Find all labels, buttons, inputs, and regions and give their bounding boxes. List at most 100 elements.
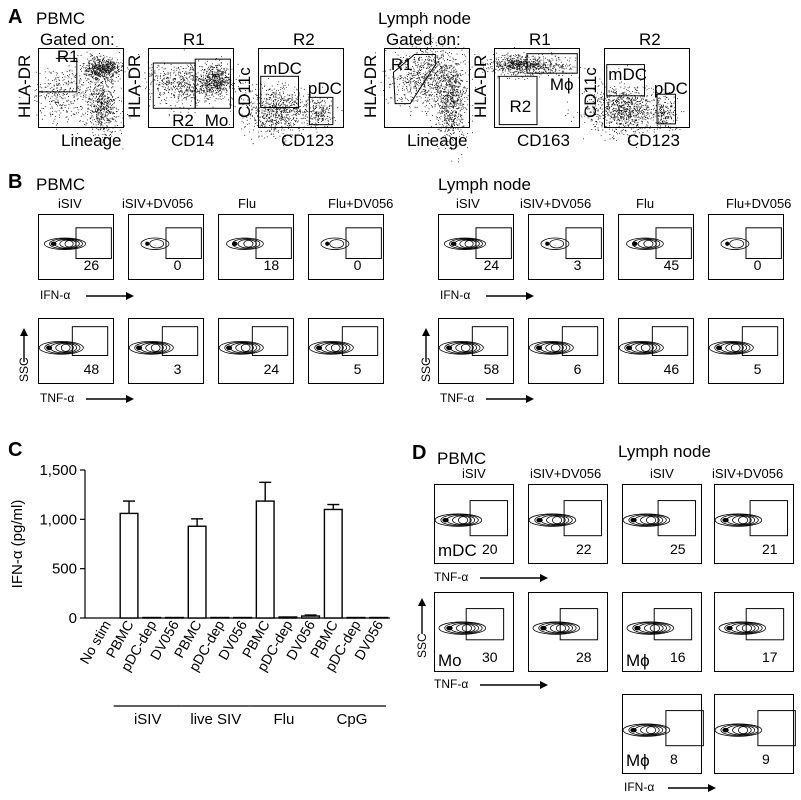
panel-b-pbmc-condition: iSIV [58,196,82,211]
panel-letter-c: C [8,439,23,461]
panel-b-pbmc-tnf-0 [38,318,114,384]
panel-b-ln-ifn-1-value: 3 [573,257,582,273]
gate-label: mDC [608,65,648,85]
contour-cluster [128,341,174,355]
gate-box [563,500,603,537]
density-cloud [499,52,597,79]
arrow-right-icon [480,681,548,689]
contour-cluster [622,513,671,527]
arrow-right-icon [486,292,534,300]
panel-d-row3-1 [714,694,796,774]
gate-mdc [606,64,645,97]
gate-box [749,500,789,537]
panel-b-ln-tnf-1-value: 6 [573,361,582,377]
panel-letter-d: D [412,442,427,464]
panel-d-column-header: iSIV+DV056 [530,466,602,481]
gate-pdc [656,93,676,125]
arrow-right-icon [668,784,716,792]
panel-a-pbmc-title: PBMC [36,9,86,28]
panel-a-pbmc-plot-0-header: Gated on: [40,30,115,49]
panel-b-ln-tnf-0 [438,318,514,384]
gate-box [559,608,599,641]
y-tick-label: 0 [69,610,77,627]
panel-a-pbmc-plot-2-xlabel: CD123 [281,131,334,150]
bar [323,508,343,619]
contour-cluster [626,621,675,635]
density-cloud [299,97,343,133]
panel-d-tnf-axis-2: TNF-α [434,677,469,691]
gate-box [465,608,505,641]
panel-b-pbmc-tnf-1-value: 3 [173,361,182,377]
gate-mphi [526,53,578,74]
gate-box [471,326,509,356]
density-cloud [120,49,244,117]
gate-box [345,227,382,260]
gate-box [71,326,109,356]
contour-cluster [622,723,671,737]
panel-b-ln-condition: Flu+DV056 [726,196,792,211]
panel-b-pbmc-tnf-2 [218,318,294,384]
panel-b-ln-condition: Flu [636,196,655,211]
y-axis-label: IFN-α (pg/ml) [9,500,26,589]
panel-d-row1-1-value: 22 [576,541,592,557]
arrow-right-icon [486,395,534,403]
panel-a-ln-plot-2-header: R2 [639,30,661,49]
group-label: iSIV [134,711,162,728]
panel-a-pbmc-plot-0-ylabel: HLA-DR [15,54,34,118]
panel-d-row1-1 [528,484,608,564]
density-cloud [228,78,333,146]
gate-label: Mϕ [549,75,574,94]
panel-a-ln-plot-0-xlabel: Lineage [407,131,468,150]
panel-letter-b: B [8,171,23,193]
panel-b-ln-ifn-3 [708,214,784,280]
panel-b-pbmc-ifn-3-value: 0 [353,257,362,273]
panel-a-pbmc-plot-2-header: R2 [293,30,315,49]
bar [278,616,298,619]
panel-a-ln-plot-2 [565,48,690,148]
panel-b-ln-tnf-3-value: 5 [753,361,762,377]
panel-b-pbmc-ifn-axis: IFN-α [40,288,71,302]
contour-cluster [618,341,664,355]
contour-cluster [218,341,264,355]
bar [255,500,275,619]
contour-cluster [720,237,750,250]
panel-a-pbmc-plot-0 [19,46,140,150]
panel-b-pbmc-ifn-2 [218,214,294,280]
arrow-up-icon [422,328,430,362]
panel-d-row1-0-value: 20 [482,541,498,557]
panel-d-row2-1-value: 28 [576,649,592,665]
panel-b-ln-tnf-1 [528,318,604,384]
gate-box [757,710,796,747]
gate-box [565,227,602,260]
panel-d-row2-0 [434,592,514,672]
panel-a-ln-plot-1-ylabel: HLA-DR [471,54,490,118]
panel-b-ln-ifn-axis: IFN-α [440,288,471,302]
contour-cluster [434,513,483,527]
contour-cluster [226,237,264,250]
group-label: live SIV [190,711,241,728]
contour-cluster [438,621,487,635]
group-label: Flu [273,711,294,728]
panel-d-row1-2 [622,484,702,564]
contour-cluster [540,237,570,250]
gate-label: R1 [56,47,79,66]
gate-box [745,608,785,641]
contour-cluster [718,621,767,635]
panel-a-ln-plot-0-ylabel: HLA-DR [361,54,380,118]
arrow-up-icon [20,328,28,362]
panel-a-ln-plot-0 [373,13,477,163]
panel-b-ln-tnf-0-value: 58 [483,361,500,377]
gate-box [745,227,782,260]
panel-b-ln-tnf-2 [618,318,694,384]
arrow-right-icon [86,395,134,403]
contour-cluster [140,237,170,250]
panel-a-ln-plot-1-header: R1 [529,30,551,49]
panel-b-pbmc-condition: iSIV+DV056 [122,196,194,211]
gate-r2 [497,75,538,126]
panel-d-row2-0-value: 30 [482,649,498,665]
contour-cluster [528,341,574,355]
bar [187,525,207,619]
panel-b-pbmc-title: PBMC [36,175,86,194]
gate-box [651,326,689,356]
